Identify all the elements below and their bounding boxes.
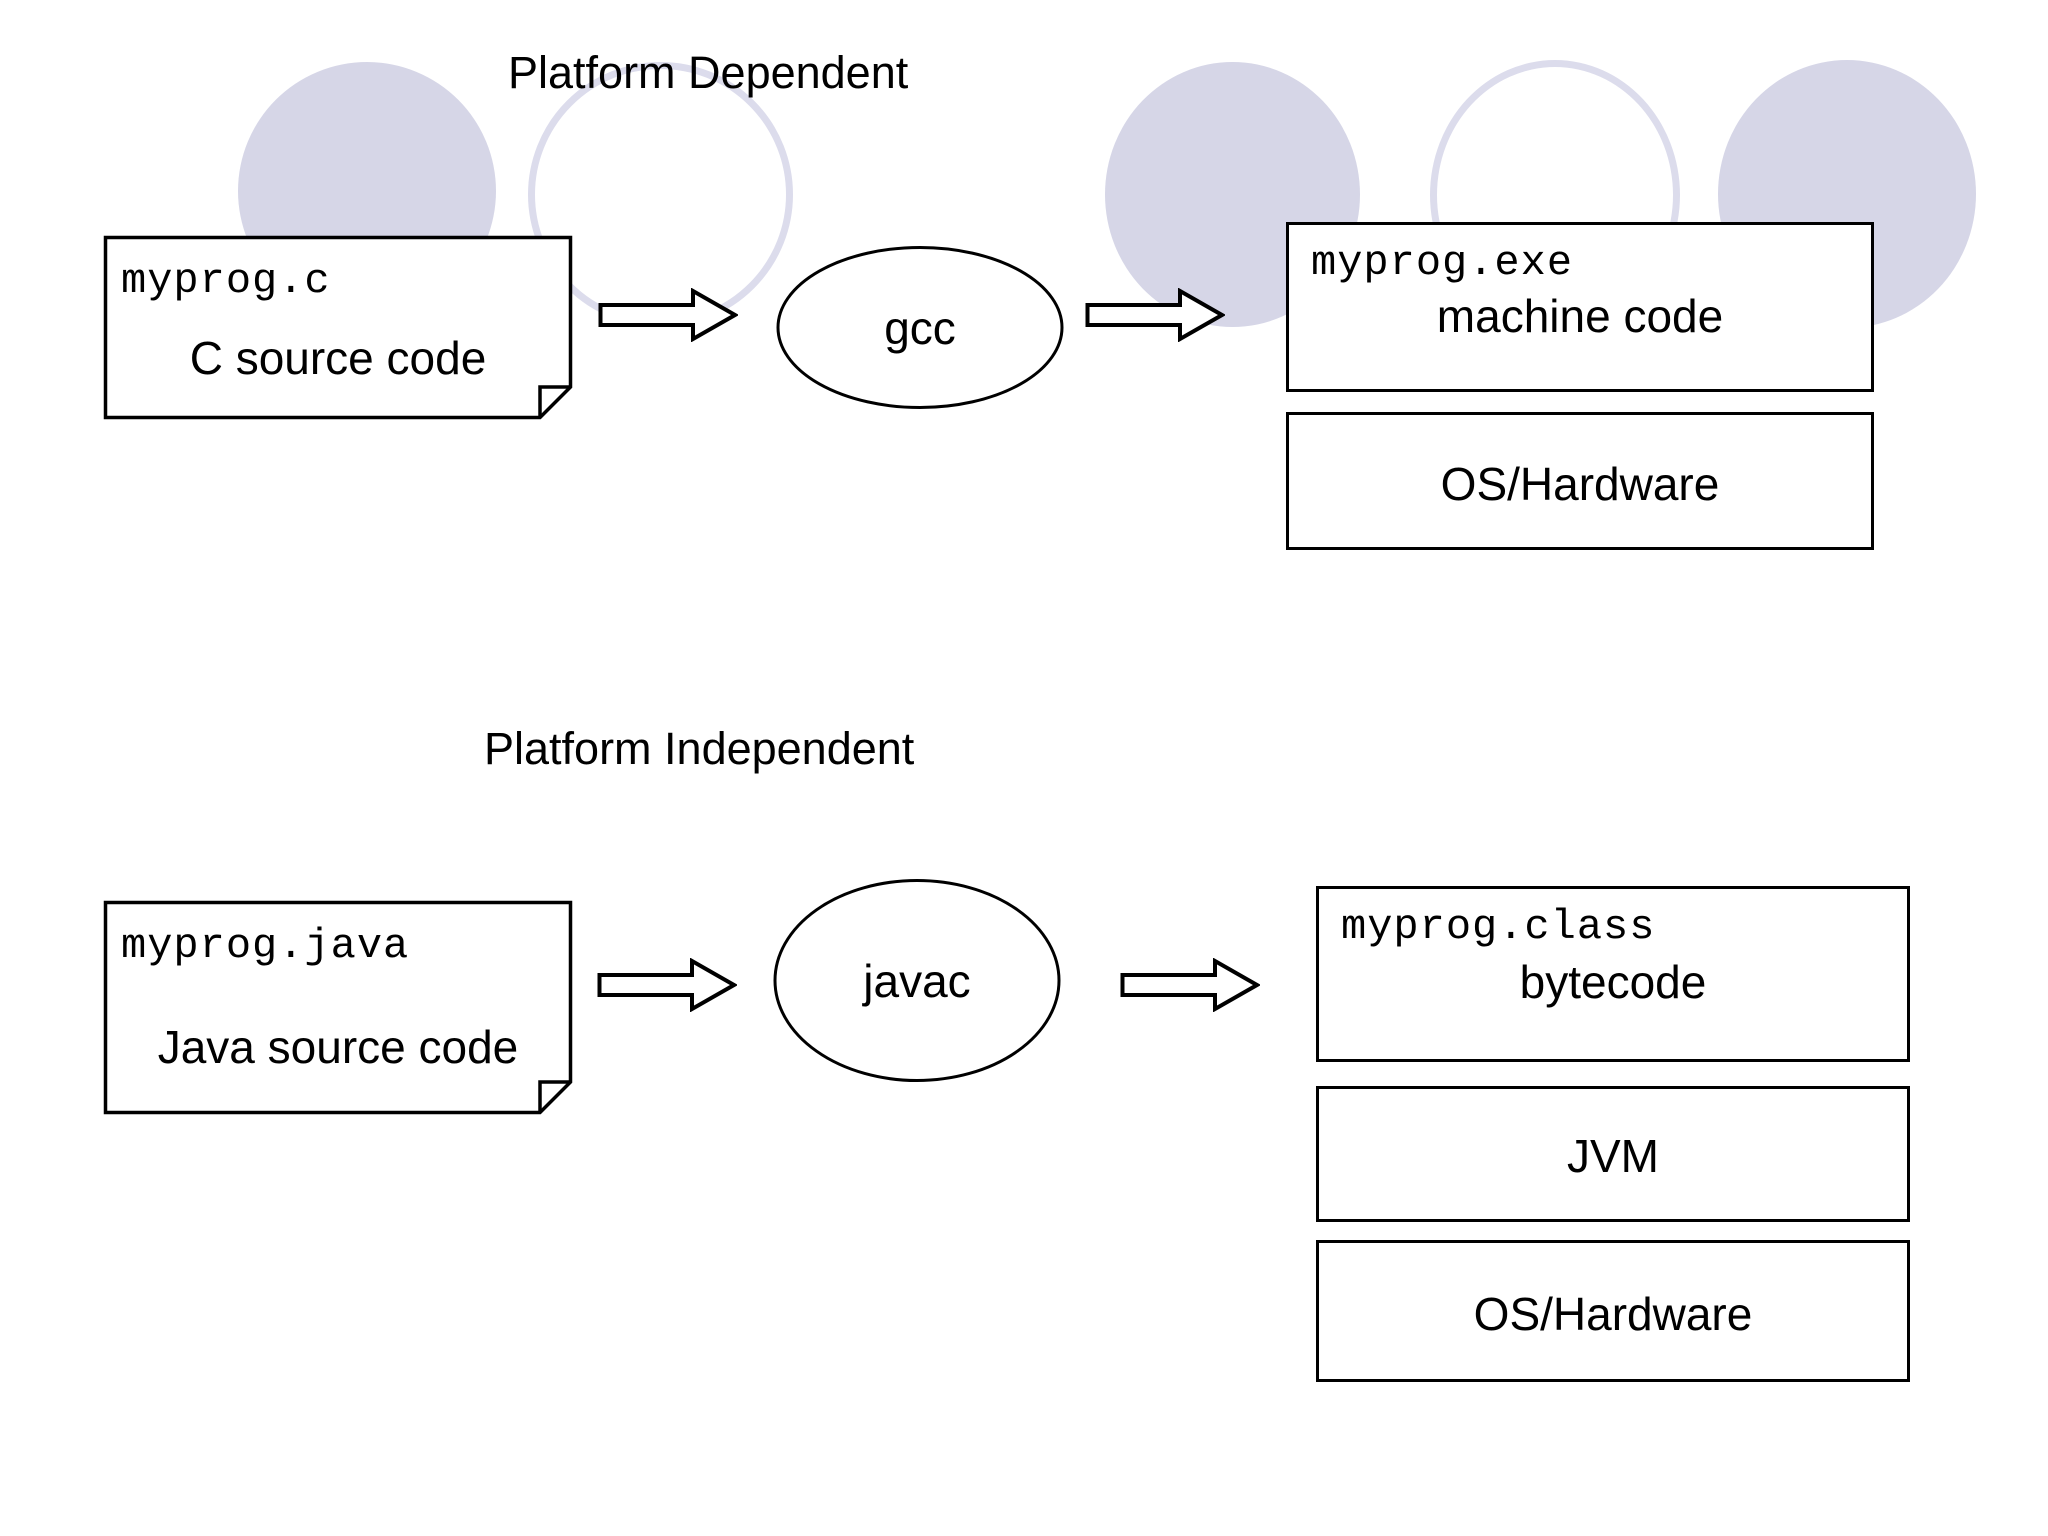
- box-jvm: JVM: [1316, 1086, 1910, 1222]
- document-c-source: myprog.c C source code: [103, 235, 573, 420]
- box-os-hardware-top: OS/Hardware: [1286, 412, 1874, 550]
- node-javac: javac: [772, 878, 1062, 1083]
- arrow-javac-to-class: [1120, 958, 1260, 1012]
- arrow-gcc-to-exe: [1085, 288, 1225, 342]
- box-os-hardware-bottom-label: OS/Hardware: [1473, 1288, 1753, 1340]
- box-os-hardware-bottom: OS/Hardware: [1316, 1240, 1910, 1382]
- document-java-source-description: Java source code: [157, 1021, 519, 1073]
- box-os-hardware-top-label: OS/Hardware: [1440, 458, 1720, 510]
- document-java-source-filename: myprog.java: [121, 922, 410, 970]
- box-jvm-label: JVM: [1567, 1130, 1659, 1182]
- box-machine-code-filename: myprog.exe: [1311, 239, 1574, 287]
- box-bytecode-label: bytecode: [1519, 956, 1707, 1008]
- box-bytecode: myprog.class bytecode: [1316, 886, 1910, 1062]
- box-machine-code-label: machine code: [1436, 290, 1724, 342]
- document-c-source-filename: myprog.c: [121, 257, 331, 305]
- arrow-source-to-gcc: [598, 288, 738, 342]
- section-title-platform-independent: Platform Independent: [484, 723, 915, 774]
- section-title-platform-dependent: Platform Dependent: [508, 47, 909, 98]
- document-c-source-description: C source code: [189, 332, 487, 384]
- node-gcc: gcc: [775, 245, 1065, 410]
- document-java-source: myprog.java Java source code: [103, 900, 573, 1115]
- node-gcc-label: gcc: [884, 301, 956, 354]
- arrow-source-to-javac: [597, 958, 737, 1012]
- box-machine-code: myprog.exe machine code: [1286, 222, 1874, 392]
- node-javac-label: javac: [863, 954, 971, 1007]
- box-bytecode-filename: myprog.class: [1341, 903, 1656, 951]
